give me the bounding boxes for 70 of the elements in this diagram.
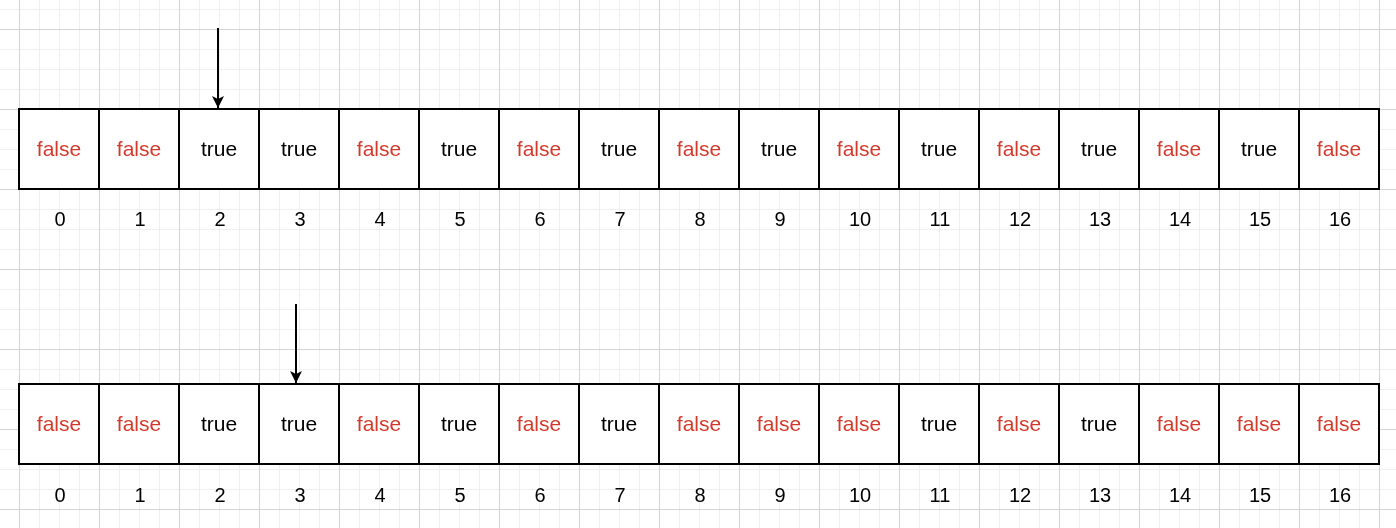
index-number: 15 [1248,485,1272,505]
index-number: 9 [774,485,786,505]
array-cell: false [18,383,100,465]
index-number: 5 [454,209,466,229]
index-number: 12 [1008,485,1032,505]
array-cell: true [898,383,980,465]
array-cell: false [498,108,580,190]
array-cell: false [978,108,1060,190]
array-cell: false [1138,108,1220,190]
array-cell: false [1298,108,1380,190]
array-cell: true [258,108,340,190]
array-cell: false [1298,383,1380,465]
index-number: 1 [134,485,146,505]
index-number: 8 [694,485,706,505]
index-number: 5 [454,485,466,505]
array-cell: false [338,383,420,465]
index-number: 14 [1168,209,1192,229]
index-number: 10 [848,485,872,505]
array-cell: true [738,108,820,190]
array-cell: false [1138,383,1220,465]
array-cell: true [178,108,260,190]
index-number: 7 [614,209,626,229]
array-cell: true [178,383,260,465]
index-number: 12 [1008,209,1032,229]
arrow [290,303,302,384]
index-number: 8 [694,209,706,229]
array-cell: true [258,383,340,465]
index-number: 15 [1248,209,1272,229]
array-cell: true [898,108,980,190]
index-number: 13 [1088,485,1112,505]
index-number: 6 [534,485,546,505]
array-cell: false [658,108,740,190]
array-cell: true [1058,108,1140,190]
index-number: 1 [134,209,146,229]
array-cell: false [738,383,820,465]
array-cell: true [418,108,500,190]
index-number: 0 [54,209,66,229]
array-cell: true [578,383,660,465]
index-number: 10 [848,209,872,229]
index-number: 9 [774,209,786,229]
array-cell: true [1218,108,1300,190]
index-number: 16 [1328,485,1352,505]
index-number: 14 [1168,485,1192,505]
arrow [212,27,224,109]
array-cell: true [1058,383,1140,465]
index-number: 7 [614,485,626,505]
array-cell: false [818,108,900,190]
array-cell: false [498,383,580,465]
index-number: 11 [929,209,951,229]
array-cell: false [98,383,180,465]
index-number: 2 [214,485,226,505]
index-number: 4 [374,485,386,505]
array-cell: true [418,383,500,465]
array-cell: true [578,108,660,190]
array-cell: false [978,383,1060,465]
array-cell: false [1218,383,1300,465]
index-number: 11 [929,485,951,505]
index-number: 3 [294,485,306,505]
index-number: 2 [214,209,226,229]
array-cell: false [818,383,900,465]
index-number: 3 [294,209,306,229]
index-number: 16 [1328,209,1352,229]
array-cell: false [338,108,420,190]
index-number: 13 [1088,209,1112,229]
index-number: 6 [534,209,546,229]
index-number: 4 [374,209,386,229]
array-cell: false [658,383,740,465]
array-cell: false [18,108,100,190]
array-cell: false [98,108,180,190]
index-number: 0 [54,485,66,505]
